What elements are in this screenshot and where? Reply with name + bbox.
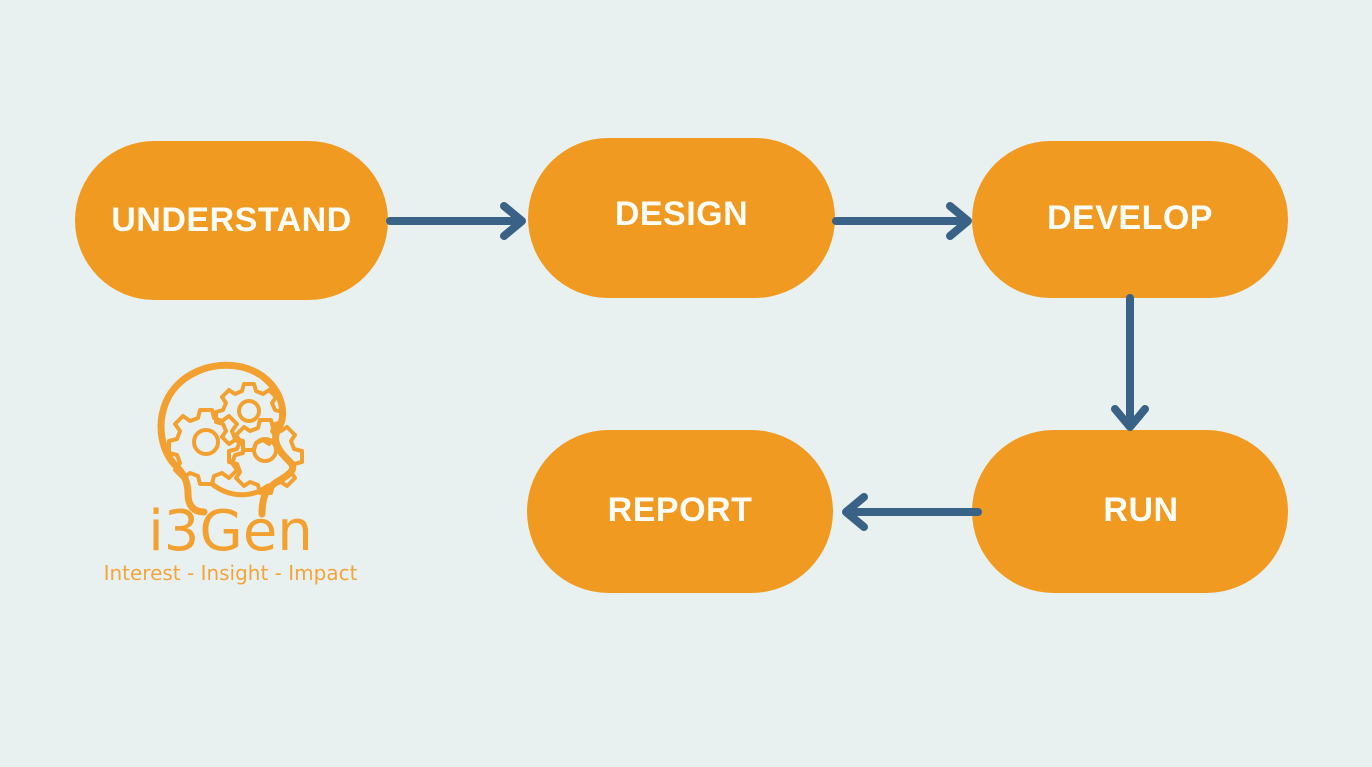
brain-head-gears-icon <box>157 361 304 518</box>
process-node-label: DESIGN <box>614 195 749 233</box>
process-node-label: DEVELOP <box>1047 198 1213 237</box>
process-node-run[interactable]: RUN <box>972 430 1288 593</box>
process-node-report[interactable]: REPORT <box>527 430 833 593</box>
arrow-understand-to-design <box>386 202 526 240</box>
arrow-design-to-develop <box>832 202 972 240</box>
arrow-run-to-report <box>842 493 982 531</box>
process-node-understand[interactable]: UNDERSTAND <box>75 141 388 300</box>
logo-wordmark: i3Gen <box>148 499 313 564</box>
process-node-develop[interactable]: DEVELOP <box>972 141 1288 298</box>
process-node-label: RUN <box>1103 490 1179 529</box>
i3gen-logo: i3Gen Interest - Insight - Impact <box>88 358 373 593</box>
arrow-develop-to-run <box>1111 294 1149 431</box>
logo-tagline: Interest - Insight - Impact <box>103 561 358 585</box>
process-node-design[interactable]: DESIGN <box>528 138 835 298</box>
process-node-label: REPORT <box>607 490 753 529</box>
process-node-label: UNDERSTAND <box>111 200 352 239</box>
